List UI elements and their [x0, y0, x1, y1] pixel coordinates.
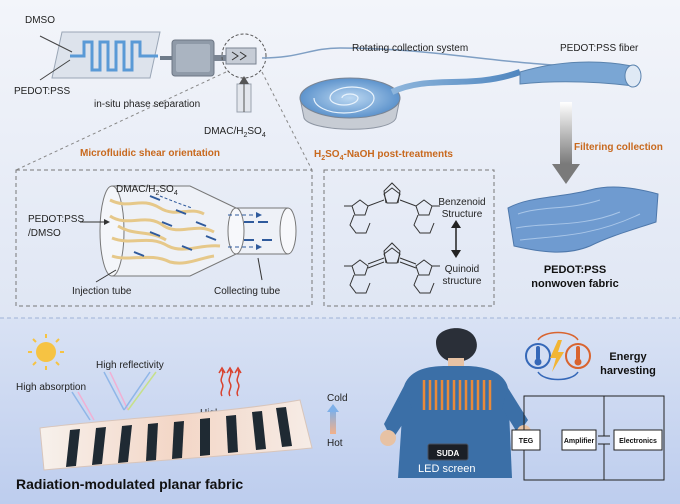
label-injection-tube: Injection tube — [72, 286, 132, 297]
thermometer-hot-icon — [565, 343, 591, 369]
label-led-screen: LED screen — [418, 463, 475, 475]
label-dmso: DMSO — [25, 15, 55, 26]
label-high-absorption: High absorption — [16, 382, 86, 393]
bottom-panel-background — [0, 318, 680, 504]
chem-panel-frame — [323, 169, 495, 307]
label-post-treatments: H2SO4-NaOH post-treatments — [314, 149, 453, 162]
label-energy-2: harvesting — [600, 365, 656, 377]
tube-panel-frame — [15, 169, 313, 307]
sun-icon — [28, 334, 64, 370]
label-microfluidic: Microfluidic shear orientation — [80, 148, 220, 159]
dmac-inlet-column — [236, 76, 252, 113]
cycle-arrows-icon — [537, 331, 579, 381]
benzenoid-structure — [344, 182, 440, 234]
lightning-icon — [550, 340, 564, 372]
label-dmac-top: DMAC/H2SO4 — [204, 126, 266, 139]
microfluidic-chip — [39, 31, 161, 81]
label-in-situ: in-situ phase separation — [94, 99, 200, 110]
label-nonwoven-2: nonwoven fabric — [531, 278, 618, 290]
rotating-collection-bowl — [299, 61, 642, 130]
label-teg: TEG — [519, 438, 534, 445]
label-nonwoven-1: PEDOT:PSS — [544, 264, 606, 276]
heat-wave-icon — [218, 366, 242, 397]
quinoid-structure — [344, 242, 440, 294]
label-amplifier: Amplifier — [564, 438, 595, 445]
zoom-line-right — [261, 71, 313, 171]
label-benzenoid-1: Benzenoid — [438, 197, 485, 208]
shirt-logo: SUDA — [437, 449, 460, 458]
label-hot: Hot — [327, 438, 343, 449]
syringe-pump — [160, 39, 240, 77]
phase-separation-junction — [221, 33, 267, 79]
label-electronics: Electronics — [619, 438, 657, 445]
label-fabric-title: Radiation-modulated planar fabric — [16, 476, 243, 492]
label-benzenoid-2: Structure — [442, 209, 483, 220]
label-pedot-pss-inlet: PEDOT:PSS — [14, 86, 70, 97]
label-filtering: Filtering collection — [574, 142, 663, 153]
label-high-reflectivity: High reflectivity — [96, 360, 164, 371]
zoom-line-left — [15, 71, 227, 171]
label-collecting-tube: Collecting tube — [214, 286, 281, 297]
label-dmac-panel: DMAC/H2SO4 — [116, 184, 178, 197]
circuit-diagram — [511, 395, 665, 481]
label-quinoid-1: Quinoid — [445, 264, 479, 275]
label-fiber: PEDOT:PSS fiber — [560, 43, 639, 54]
label-rotating: Rotating collection system — [352, 43, 468, 54]
person-figure — [380, 328, 531, 478]
nonwoven-fabric — [507, 186, 659, 253]
label-cold: Cold — [327, 393, 348, 404]
label-energy-1: Energy — [609, 351, 647, 363]
reflection-rays — [71, 371, 157, 421]
label-pedot-pss-1: PEDOT:PSS — [28, 214, 84, 225]
filtering-arrow — [552, 102, 580, 184]
label-quinoid-2: structure — [443, 276, 482, 287]
label-pedot-pss-2: /DMSO — [28, 228, 61, 239]
resonance-arrow — [451, 220, 461, 258]
cold-hot-scale — [327, 404, 339, 434]
tube-drawing — [80, 185, 297, 283]
thermometer-cold-icon — [525, 343, 551, 369]
planar-fabric — [39, 399, 313, 471]
